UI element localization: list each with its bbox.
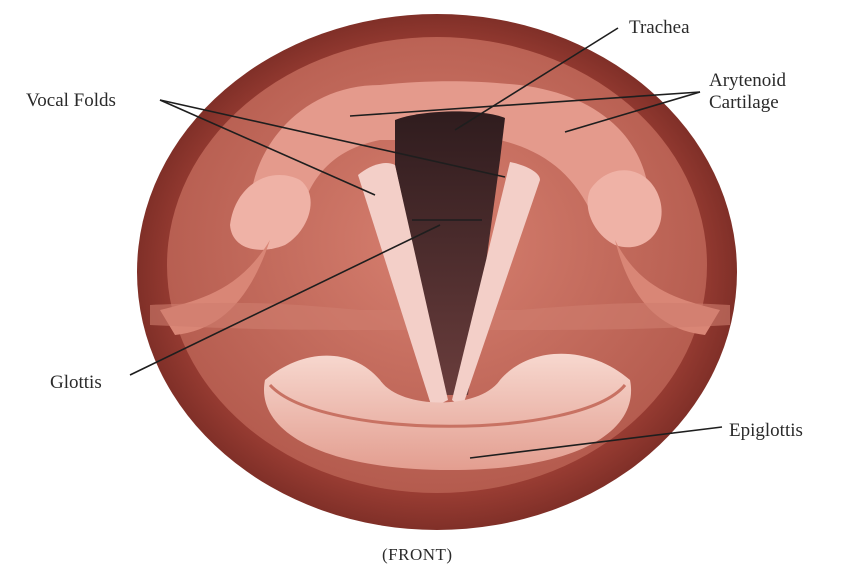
label-arytenoid-cartilage: Arytenoid Cartilage xyxy=(709,70,786,114)
label-epiglottis: Epiglottis xyxy=(729,420,803,442)
label-front: (FRONT) xyxy=(382,544,453,566)
label-arytenoid-line1: Arytenoid xyxy=(709,70,786,92)
label-trachea: Trachea xyxy=(629,17,690,39)
label-vocal-folds: Vocal Folds xyxy=(26,90,116,112)
label-glottis: Glottis xyxy=(50,372,102,394)
label-arytenoid-line2: Cartilage xyxy=(709,92,786,114)
